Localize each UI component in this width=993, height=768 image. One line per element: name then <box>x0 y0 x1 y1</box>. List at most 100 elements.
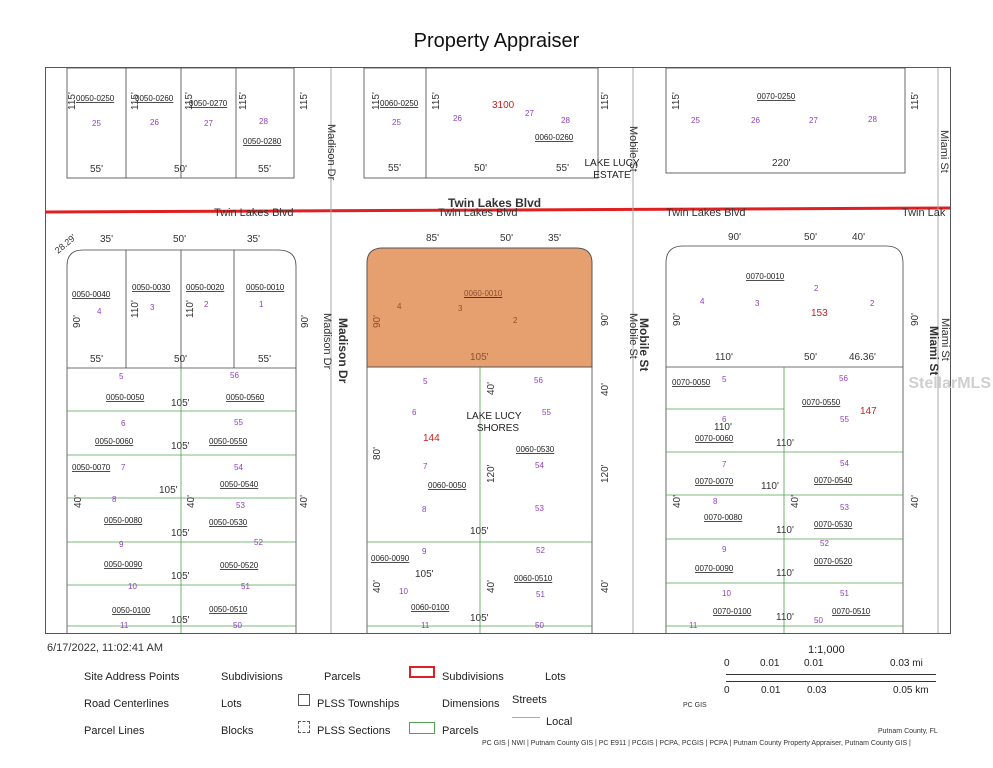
credit-pc-gis: PC GIS <box>683 702 707 709</box>
dimension-label: 120' <box>486 464 497 483</box>
lot-number: 5 <box>722 375 727 384</box>
lot-number: 53 <box>236 501 245 510</box>
dimension-label: 115' <box>184 92 195 110</box>
parcel-label[interactable]: 0050-0090 <box>104 560 143 569</box>
parcel-map[interactable]: Twin Lakes Blvd Twin Lakes Blvd Twin Lak… <box>45 67 951 634</box>
parcel-label[interactable]: 0050-0020 <box>186 283 225 292</box>
dimension-label: 35' <box>100 234 113 245</box>
lot-number: 4 <box>700 297 705 306</box>
page-title: Property Appraiser <box>413 30 580 52</box>
lot-number: 6 <box>722 415 727 424</box>
subject-parcel[interactable] <box>366 247 593 368</box>
dimension-label: 35' <box>548 233 561 244</box>
parcel-label[interactable]: 0070-0080 <box>704 513 743 522</box>
parcel-label[interactable]: 0060-0250 <box>380 99 419 108</box>
parcel-label[interactable]: 0060-0050 <box>428 481 467 490</box>
dimension-label: 50' <box>174 164 187 175</box>
parcel-label[interactable]: 0050-0520 <box>220 561 259 570</box>
parcel-label[interactable]: 0060-0530 <box>516 445 555 454</box>
parcel-label[interactable]: 0070-0090 <box>695 564 734 573</box>
legend-parcels-2: Parcels <box>442 725 479 737</box>
dimension-label: 35' <box>247 234 260 245</box>
parcel-label[interactable]: 0050-0250 <box>76 94 115 103</box>
dimension-label: 40' <box>910 495 921 508</box>
lot-number: 50 <box>535 621 544 630</box>
parcel-label[interactable]: 0050-0100 <box>112 606 151 615</box>
parcel-label[interactable]: 0050-0550 <box>209 437 248 446</box>
parcel-label[interactable]: 0070-0010 <box>746 272 785 281</box>
dimension-label: 55' <box>90 354 103 365</box>
parcel-label[interactable]: 0070-0520 <box>814 557 853 566</box>
parcel-label[interactable]: 0050-0080 <box>104 516 143 525</box>
parcel-label[interactable]: 0050-0030 <box>132 283 171 292</box>
parcel-label[interactable]: 0070-0050 <box>672 378 711 387</box>
dimension-label: 55' <box>258 164 271 175</box>
parcel-label[interactable]: 0050-0040 <box>72 290 111 299</box>
parcel-label[interactable]: 0050-0270 <box>189 99 228 108</box>
lot-number: 55 <box>542 408 551 417</box>
scale-mi-2: 0.01 <box>804 658 824 669</box>
lot-number: 1 <box>259 300 264 309</box>
parcel-label[interactable]: 0060-0100 <box>411 603 450 612</box>
lot-number: 52 <box>820 539 829 548</box>
dimension-label: 110' <box>185 300 196 318</box>
scale-ratio: 1:1,000 <box>808 644 845 656</box>
parcel-label-subject[interactable]: 0060-0010 <box>464 289 503 298</box>
parcel-label[interactable]: 0050-0260 <box>135 94 174 103</box>
parcel-label[interactable]: 0060-0090 <box>371 554 410 563</box>
dimension-label: 220' <box>772 158 791 169</box>
block-number: 153 <box>811 308 828 319</box>
twin-lakes-centerline <box>46 206 950 214</box>
parcel-label[interactable]: 0050-0530 <box>209 518 248 527</box>
dimension-label: 55' <box>556 163 569 174</box>
legend-dimensions: Dimensions <box>442 698 500 710</box>
parcel-label[interactable]: 0070-0550 <box>802 398 841 407</box>
credit-county: Putnam County, FL <box>878 728 938 735</box>
legend-subdivisions-2: Subdivisions <box>442 671 504 683</box>
parcel-label[interactable]: 0050-0060 <box>95 437 134 446</box>
dimension-label: 110' <box>776 525 794 536</box>
lot-number: 8 <box>112 495 117 504</box>
parcel-label[interactable]: 0070-0510 <box>832 607 871 616</box>
lot-number: 52 <box>254 538 263 547</box>
dimension-label: 115' <box>299 92 310 110</box>
parcel-label[interactable]: 0050-0280 <box>243 137 282 146</box>
scale-bar <box>726 674 936 682</box>
parcel-label[interactable]: 0070-0530 <box>814 520 853 529</box>
parcel-label[interactable]: 0070-0100 <box>713 607 752 616</box>
parcel-label[interactable]: 0050-0010 <box>246 283 285 292</box>
dimension-label: 40' <box>186 495 197 508</box>
lot-number: 3 <box>150 303 155 312</box>
lot-number: 51 <box>241 582 250 591</box>
dimension-label: 50' <box>804 352 817 363</box>
legend-site-address-points: Site Address Points <box>84 671 180 683</box>
parcel-label[interactable]: 0070-0250 <box>757 92 796 101</box>
legend-lots: Lots <box>221 698 242 710</box>
parcel-label[interactable]: 0070-0540 <box>814 476 853 485</box>
lot-number: 7 <box>722 460 727 469</box>
parcel-label[interactable]: 0050-0050 <box>106 393 145 402</box>
parcel-label[interactable]: 0050-0070 <box>72 463 111 472</box>
lot-number: 28 <box>561 116 570 125</box>
parcel-label[interactable]: 0050-0540 <box>220 480 259 489</box>
street-label-mobile: Mobile St <box>627 126 639 172</box>
dimension-label: 40' <box>790 495 801 508</box>
lot-number: 51 <box>840 589 849 598</box>
dimension-label: 110' <box>776 568 794 579</box>
parcel-label[interactable]: 0070-0070 <box>695 477 734 486</box>
parcel-label[interactable]: 0060-0510 <box>514 574 553 583</box>
lot-number: 5 <box>119 372 124 381</box>
parcel-label[interactable]: 0050-0510 <box>209 605 248 614</box>
lot-number: 56 <box>230 371 239 380</box>
credit-sources: PC GIS | NWI | Putnam County GIS | PC E9… <box>482 740 911 747</box>
parcel-label[interactable]: 0050-0560 <box>226 393 265 402</box>
legend-road-centerlines: Road Centerlines <box>84 698 169 710</box>
lot-number: 11 <box>120 621 129 630</box>
dimension-label: 40' <box>672 495 683 508</box>
parcel-label[interactable]: 0060-0260 <box>535 133 574 142</box>
dimension-label: 115' <box>910 92 921 110</box>
dimension-label: 115' <box>67 92 78 110</box>
parcel-label[interactable]: 0070-0060 <box>695 434 734 443</box>
scale-mi-1: 0.01 <box>760 658 780 669</box>
dimension-label: 50' <box>173 234 186 245</box>
